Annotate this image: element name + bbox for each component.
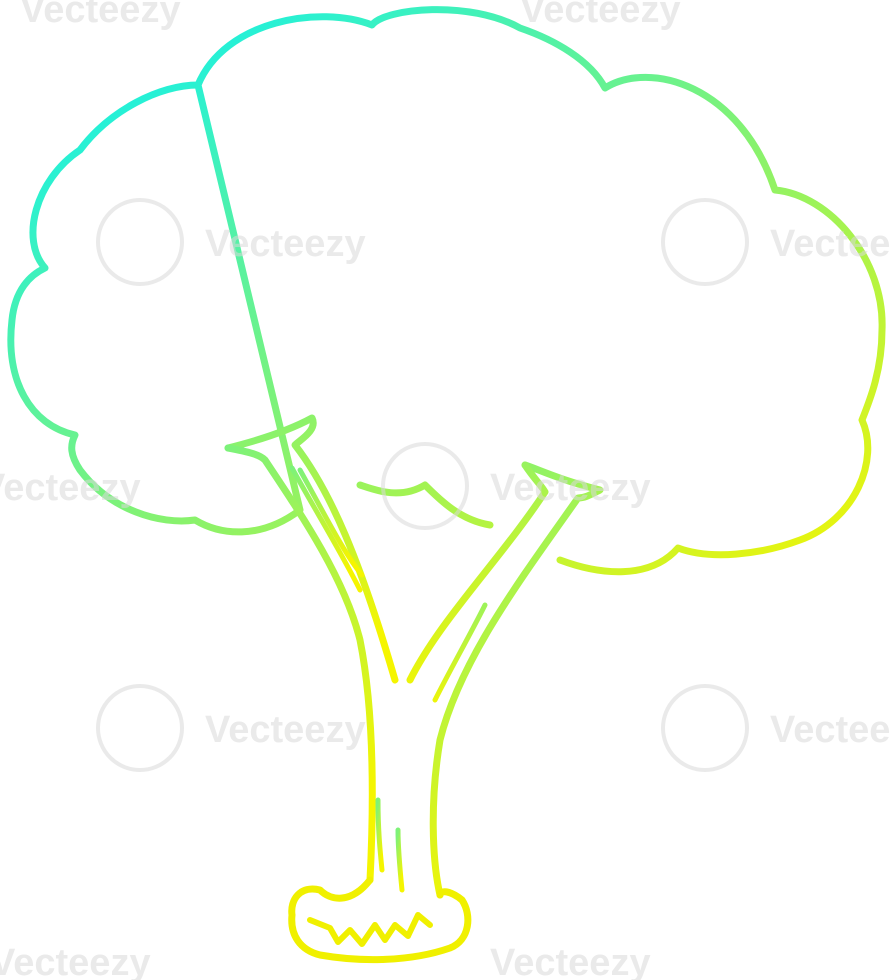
trunk-highlight-3 xyxy=(432,602,488,703)
vecteezy-v-logo-icon xyxy=(381,442,469,530)
tree-base xyxy=(288,876,472,964)
svg-text:Vecteezy: Vecteezy xyxy=(520,0,681,31)
tree-base-roots xyxy=(307,912,433,947)
svg-text:Vecteezy: Vecteezy xyxy=(770,709,891,751)
trunk-highlight-4 xyxy=(375,797,385,873)
svg-text:Vecteezy: Vecteezy xyxy=(490,467,651,509)
watermark-bottom: Vecteezy Vecteezy xyxy=(0,942,651,980)
vecteezy-v-logo-icon xyxy=(661,684,749,772)
trunk-highlight-2 xyxy=(297,467,365,578)
svg-text:Vecteezy: Vecteezy xyxy=(770,223,891,265)
watermark-top: Vecteezy Vecteezy xyxy=(20,0,681,31)
trunk-highlight-5 xyxy=(395,827,405,893)
vecteezy-v-logo-icon xyxy=(96,198,184,286)
vecteezy-v-logo-icon xyxy=(661,198,749,286)
svg-text:Vecteezy: Vecteezy xyxy=(205,709,366,751)
watermark-row-2: Vecteezy Vecteezy xyxy=(0,442,651,530)
watermark-row-1: Vecteezy Vecteezy xyxy=(96,198,891,286)
foliage-outline xyxy=(7,6,886,576)
trunk-highlight-1 xyxy=(289,465,363,593)
left-branch-inner xyxy=(224,444,376,884)
right-branch-inner xyxy=(406,461,549,684)
right-branch xyxy=(429,461,604,899)
vecteezy-v-logo-icon xyxy=(96,684,184,772)
svg-text:Vecteezy: Vecteezy xyxy=(205,223,366,265)
svg-text:Vecteezy: Vecteezy xyxy=(20,0,181,31)
svg-text:Vecteezy: Vecteezy xyxy=(490,942,651,980)
watermark-row-3: Vecteezy Vecteezy xyxy=(96,684,891,772)
svg-text:Vecteezy: Vecteezy xyxy=(0,467,141,509)
svg-text:Vecteezy: Vecteezy xyxy=(0,942,151,980)
